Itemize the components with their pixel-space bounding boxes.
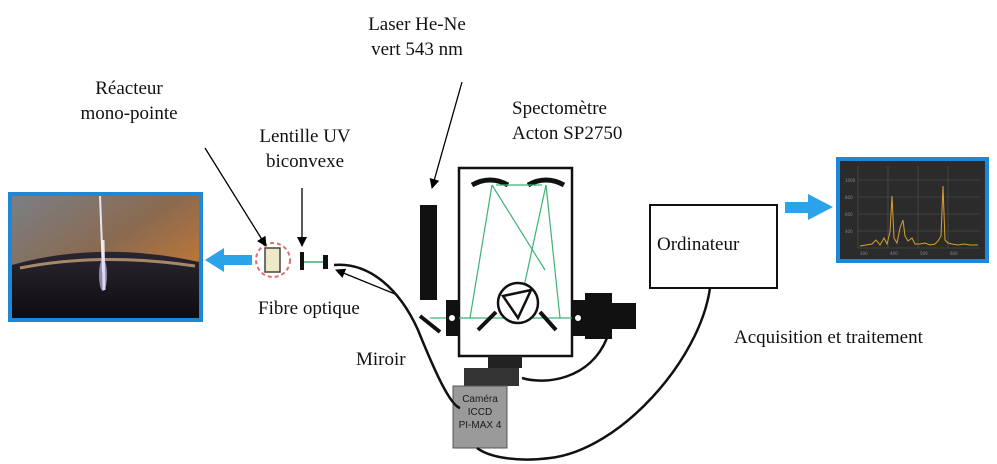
svg-text:1000: 1000 — [845, 178, 856, 183]
reactor-label-line2: mono-pointe — [64, 101, 194, 126]
spectrometer-label: Spectomètre Acton SP2750 — [512, 96, 622, 146]
laser-label: Laser He-Ne vert 543 nm — [347, 12, 487, 62]
acquisition-label: Acquisition et traitement — [734, 325, 923, 350]
lens-label-line1: Lentille UV — [240, 124, 370, 149]
arrow-to-photo — [205, 248, 252, 272]
fibre-label: Fibre optique — [258, 296, 360, 321]
svg-text:800: 800 — [845, 195, 853, 200]
plasma-photo — [8, 192, 203, 322]
lens-label-line2: biconvexe — [240, 149, 370, 174]
spectrometer-label-line2: Acton SP2750 — [512, 121, 622, 146]
computer-label: Ordinateur — [657, 232, 739, 257]
laser-label-line1: Laser He-Ne — [347, 12, 487, 37]
camera-label-3: PI-MAX 4 — [459, 420, 502, 431]
reactor-label: Réacteur mono-pointe — [64, 76, 194, 126]
spectrum-plot: 1000 800 600 400 300 400 500 600 — [836, 157, 989, 263]
svg-text:600: 600 — [950, 251, 958, 256]
uv-lens-icon — [300, 252, 328, 270]
mirror-label: Miroir — [356, 347, 406, 372]
svg-text:500: 500 — [920, 251, 928, 256]
spectrometer-icon — [430, 168, 636, 356]
spectrometer-label-line1: Spectomètre — [512, 96, 622, 121]
camera-label-2: ICCD — [468, 407, 492, 418]
reactor-label-line1: Réacteur — [64, 76, 194, 101]
lens-label: Lentille UV biconvexe — [240, 124, 370, 174]
svg-text:400: 400 — [890, 251, 898, 256]
laser-bar — [420, 205, 437, 300]
svg-text:400: 400 — [845, 229, 853, 234]
camera-label-1: Caméra — [462, 394, 498, 405]
reactor-icon — [256, 243, 290, 277]
laser-label-line2: vert 543 nm — [347, 37, 487, 62]
svg-text:300: 300 — [860, 251, 868, 256]
svg-text:600: 600 — [845, 212, 853, 217]
arrow-to-plot — [785, 194, 833, 220]
